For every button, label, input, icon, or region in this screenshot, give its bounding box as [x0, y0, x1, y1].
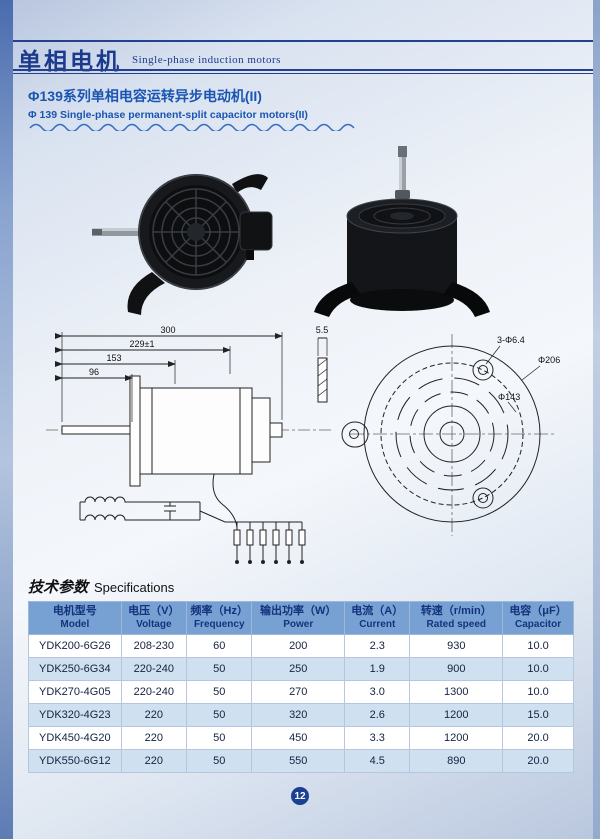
cell-capacitor: 15.0: [502, 703, 574, 728]
header-current: 电流（A）Current: [344, 600, 411, 636]
dim-label-body-length: 229±1: [130, 339, 155, 349]
front-view-labels: 3-Φ6.4 Φ143 Φ206: [497, 335, 560, 402]
page-edge-strip-right: [593, 0, 600, 839]
side-view-dimension-labels: 300 229±1 153 96 5.5: [89, 325, 328, 377]
cell-current: 2.6: [344, 703, 411, 728]
table-row: YDK550-6G12 220 50 550 4.5 890 20.0: [28, 749, 574, 774]
motor-photo-side-view: [92, 174, 273, 315]
cell-speed: 1200: [409, 726, 504, 751]
cell-model: YDK320-4G23: [28, 703, 122, 728]
cell-model: YDK250-6G34: [28, 657, 122, 682]
dim-label-mid-length: 153: [106, 353, 121, 363]
cell-voltage: 208-230: [120, 634, 188, 659]
cell-model: YDK270-4G05: [28, 680, 122, 705]
technical-drawing: 300 229±1 153 96 5.5 3-Φ6.4: [46, 325, 560, 564]
header-frequency: 频率（Hz）Frequency: [186, 600, 253, 636]
page-number-badge: 12: [291, 787, 309, 805]
page-number: 12: [294, 790, 306, 802]
product-photos: [92, 146, 490, 317]
label-mounting-holes: 3-Φ6.4: [497, 335, 525, 345]
cell-current: 4.5: [344, 749, 411, 774]
table-row: YDK250-6G34 220-240 50 250 1.9 900 10.0: [28, 657, 574, 682]
header-capacitor: 电容（μF）Capacitor: [502, 600, 574, 636]
dimension-drawing-side-view: [46, 332, 334, 529]
cell-speed: 900: [409, 657, 504, 682]
cell-frequency: 50: [186, 749, 253, 774]
cell-model: YDK450-4G20: [28, 726, 122, 751]
cell-capacitor: 10.0: [502, 680, 574, 705]
cell-model: YDK200-6G26: [28, 634, 122, 659]
cell-current: 3.3: [344, 726, 411, 751]
wiring-diagram: [79, 496, 306, 564]
connector-pins: [233, 522, 306, 564]
motor-photo-top-view: [314, 146, 490, 317]
table-row: YDK320-4G23 220 50 320 2.6 1200 15.0: [28, 703, 574, 728]
cell-capacitor: 20.0: [502, 726, 574, 751]
cell-speed: 890: [409, 749, 504, 774]
cell-frequency: 60: [186, 634, 253, 659]
dim-label-plate-thickness: 5.5: [316, 325, 329, 335]
cell-frequency: 50: [186, 703, 253, 728]
page-title-en: Single-phase induction motors: [132, 54, 281, 66]
header-rated-speed: 转速（r/min）Rated speed: [409, 600, 504, 636]
table-row: YDK200-6G26 208-230 60 200 2.3 930 10.0: [28, 634, 574, 659]
cell-power: 270: [251, 680, 346, 705]
header-power: 输出功率（W）Power: [251, 600, 346, 636]
cell-model: YDK550-6G12: [28, 749, 122, 774]
header-voltage: 电压（V）Voltage: [120, 600, 188, 636]
cell-voltage: 220: [120, 749, 188, 774]
cell-current: 3.0: [344, 680, 411, 705]
dimension-drawing-front-view: [341, 334, 556, 536]
header-rule-top: [13, 40, 593, 42]
cell-power: 450: [251, 726, 346, 751]
label-outer-diameter: Φ206: [538, 355, 560, 365]
label-bolt-circle-diameter: Φ143: [498, 392, 520, 402]
table-row: YDK450-4G20 220 50 450 3.3 1200 20.0: [28, 726, 574, 751]
dim-label-total-length: 300: [160, 325, 175, 335]
cell-frequency: 50: [186, 680, 253, 705]
wavy-underline: [29, 123, 355, 131]
cell-frequency: 50: [186, 726, 253, 751]
cell-voltage: 220: [120, 726, 188, 751]
series-title-cn: Φ139系列单相电容运转异步电动机(II): [28, 88, 262, 104]
cell-frequency: 50: [186, 657, 253, 682]
series-subtitle: Φ139系列单相电容运转异步电动机(II) Φ 139 Single-phase…: [28, 86, 358, 131]
cell-speed: 1300: [409, 680, 504, 705]
cell-power: 320: [251, 703, 346, 728]
cell-capacitor: 10.0: [502, 657, 574, 682]
specifications-heading-en: Specifications: [94, 580, 175, 595]
header-rule-thick: [13, 69, 593, 71]
specifications-heading-cn: 技术参数: [28, 579, 89, 596]
cell-power: 550: [251, 749, 346, 774]
cell-speed: 1200: [409, 703, 504, 728]
cell-power: 250: [251, 657, 346, 682]
cell-voltage: 220-240: [120, 657, 188, 682]
cell-voltage: 220: [120, 703, 188, 728]
header-rule-thin: [13, 73, 593, 74]
cell-current: 1.9: [344, 657, 411, 682]
cell-power: 200: [251, 634, 346, 659]
cell-capacitor: 10.0: [502, 634, 574, 659]
specifications-heading: 技术参数 Specifications: [28, 576, 174, 597]
page-edge-strip-left: [0, 0, 13, 839]
cell-speed: 930: [409, 634, 504, 659]
dim-label-front-length: 96: [89, 367, 99, 377]
table-row: YDK270-4G05 220-240 50 270 3.0 1300 10.0: [28, 680, 574, 705]
cell-capacitor: 20.0: [502, 749, 574, 774]
cell-current: 2.3: [344, 634, 411, 659]
series-title-en: Φ 139 Single-phase permanent-split capac…: [28, 109, 308, 121]
cell-voltage: 220-240: [120, 680, 188, 705]
